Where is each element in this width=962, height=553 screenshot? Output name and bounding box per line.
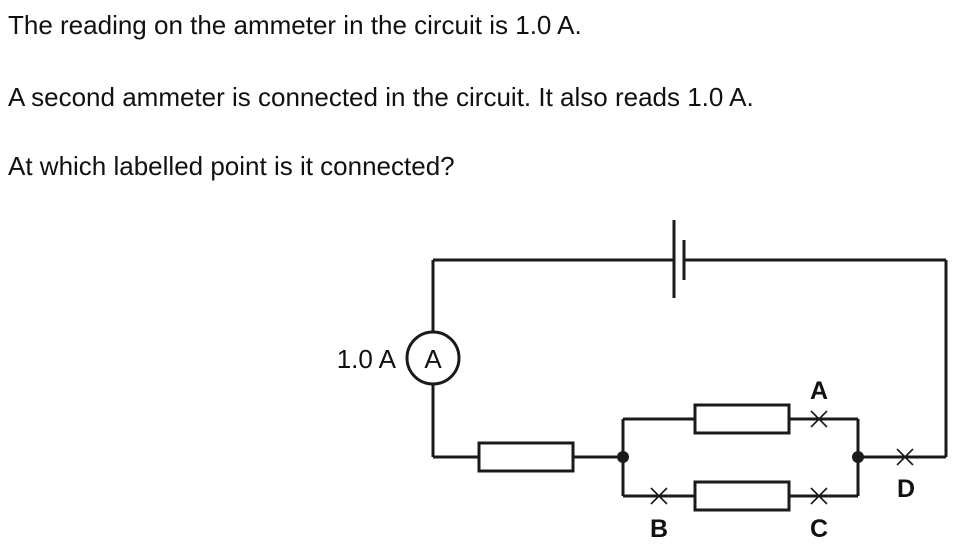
upper-parallel-resistor xyxy=(693,403,791,435)
point-b-marker xyxy=(650,487,668,505)
ammeter: A xyxy=(405,330,461,386)
point-d-label: D xyxy=(897,475,915,503)
outer-wires xyxy=(431,258,948,459)
cell-symbol xyxy=(672,220,686,298)
junction-right xyxy=(852,451,864,463)
lower-parallel-resistor xyxy=(693,480,791,512)
ammeter-reading: 1.0 A xyxy=(337,344,397,374)
series-resistor xyxy=(477,441,575,473)
question-line-2: A second ammeter is connected in the cir… xyxy=(8,82,754,112)
point-d-marker xyxy=(896,448,914,466)
ammeter-symbol: A xyxy=(424,344,442,374)
point-b-label: B xyxy=(650,515,668,543)
point-c-marker xyxy=(810,487,828,505)
junction-left xyxy=(617,451,629,463)
point-a-marker xyxy=(810,410,828,428)
point-c-label: C xyxy=(810,515,828,543)
question-line-3: At which labelled point is it connected? xyxy=(8,151,455,181)
question-line-1: The reading on the ammeter in the circui… xyxy=(8,10,582,40)
point-a-label: A xyxy=(810,377,828,405)
